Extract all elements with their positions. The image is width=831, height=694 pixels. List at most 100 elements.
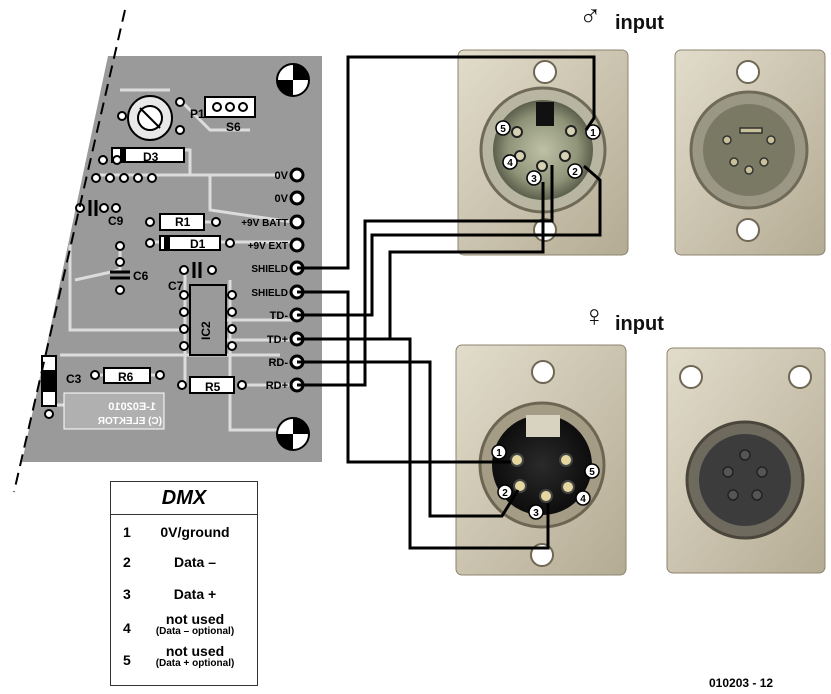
male-connector-title: input [615,12,664,34]
dmx-row-number: 1 [123,524,131,540]
terminal-label: SHIELD [251,288,288,299]
label-d1: D1 [190,237,206,251]
dmx-pinout-table: DMX 1 0V/ground 2 Data – 3 Data + 4 not … [110,481,258,686]
label-r6: R6 [118,370,134,384]
pin-number-badge [495,120,511,136]
potentiometer-p1 [117,95,185,141]
pin-number: 2 [502,488,508,499]
dmx-row-name: not used [165,611,225,627]
label-p1: P1 [190,107,205,121]
male-connector-back [674,49,826,256]
terminal-label: SHIELD [251,264,288,275]
chip-ic2 [179,284,237,356]
male-pin-labels: 1 2 3 4 5 [495,120,601,186]
female-symbol: ♀ [583,300,606,333]
pcb-board: P1 S6 D3 C9 R1 D1 C6 C7 IC2 C3 R6 R5 1-E… [22,56,322,462]
label-c3: C3 [66,372,82,386]
diode-d1 [145,235,235,251]
dmx-row: 1 0V/ground [111,518,257,548]
pin-number: 4 [580,494,586,505]
dmx-row-number: 3 [123,586,131,602]
terminal-pad [289,214,305,230]
capacitor-c6 [110,241,130,295]
capacitor-c9 [75,200,121,216]
label-imprint-copyright: (C) ELEKTOR [97,416,162,427]
terminal-label: 0V [275,193,289,205]
female-connector-front [455,344,627,576]
pin-number-badge [585,124,601,140]
dmx-row-name: 0V/ground [160,524,230,540]
dmx-row-name: Data – [173,554,217,570]
pin-number: 1 [496,448,502,459]
terminal-pad [289,167,305,183]
wire-td-minus-male2 [297,164,602,317]
pin-number-badge [526,170,542,186]
terminal-label: 0V [275,170,289,182]
pin-number: 4 [507,158,513,169]
pin-number-badge [491,444,507,460]
pin-number-badge [575,490,591,506]
terminal-pad [289,190,305,206]
dmx-row-number: 5 [123,652,131,668]
jumper-s6 [204,96,256,118]
terminal-pad [289,237,305,253]
wire-shield1-male1 [297,55,596,270]
label-imprint-id: 1-E02010 [108,401,156,413]
mounting-hole-top [276,63,310,97]
dmx-row: 5 not used (Data + optional) [111,642,257,672]
pin-number: 1 [590,128,596,139]
dmx-row-name: Data + [173,586,217,602]
male-symbol: ♂ [579,0,602,33]
cut-line [13,9,126,493]
label-c9: C9 [108,214,124,228]
pin-number: 2 [572,167,578,178]
dmx-row-note: (Data + optional) [155,658,235,669]
pin-number: 3 [533,508,539,519]
capacitor-c7 [179,262,217,278]
dmx-row-number: 2 [123,554,131,570]
resistor-r5 [177,376,247,394]
male-connector-front [457,49,629,256]
label-s6: S6 [226,120,241,134]
copyright-imprint-box [63,392,165,430]
pin-number-badge [497,484,513,500]
female-pin-labels: 1 2 3 4 5 [491,444,600,520]
capacitor-c3 [41,355,57,419]
terminal-label: TD- [270,310,289,322]
label-r5: R5 [205,380,221,394]
diode-d3 [111,147,185,163]
terminal-label: +9V BATT [241,218,288,229]
mounting-hole-bottom [276,417,310,451]
pin-number-badge [567,163,583,179]
terminal-label: RD+ [266,380,288,392]
female-connector-back [666,347,826,574]
pin-number-badge [584,463,600,479]
figure-number: 010203 - 12 [709,676,774,690]
pin-number-badge [528,504,544,520]
dmx-row: 4 not used (Data – optional) [111,610,257,640]
dmx-row-note: (Data – optional) [155,626,235,637]
label-d3: D3 [143,150,159,164]
pin-number: 5 [500,124,506,135]
terminal-label: RD- [268,357,288,369]
label-r1: R1 [175,215,191,229]
female-connector-title: input [615,313,664,335]
pin-number: 3 [531,174,537,185]
resistor-r1 [145,213,221,231]
pin-number: 5 [589,467,595,478]
wire-td-plus-fem3 [297,337,550,550]
resistor-r6 [90,367,165,384]
dmx-table-title: DMX [111,482,257,515]
dmx-row: 2 Data – [111,548,257,578]
label-c7: C7 [168,279,184,293]
pad-row [91,155,157,183]
pin-number-badge [502,154,518,170]
dmx-row-number: 4 [123,620,131,636]
dmx-row-name: not used [165,643,225,659]
wire-rd-plus-male-x [297,165,554,387]
label-ic2: IC2 [199,321,213,340]
terminal-label: +9V EXT [248,241,288,252]
